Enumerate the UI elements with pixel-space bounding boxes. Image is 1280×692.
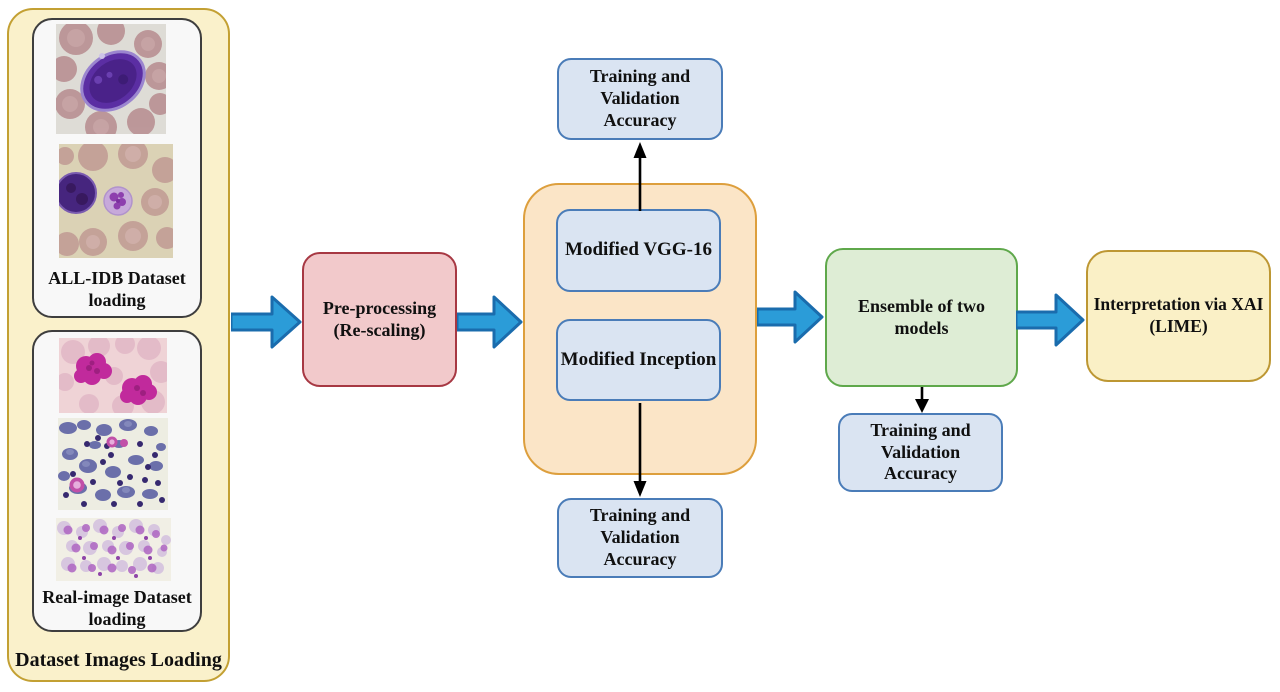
vgg-accuracy-label: Training and Validation Accuracy xyxy=(589,66,691,130)
allidb-dataset-label: ALL-IDB Dataset loading xyxy=(48,268,186,310)
real-blood-smear-image-2 xyxy=(58,418,168,510)
preprocessing-label: Pre-processing (Re-scaling) xyxy=(322,297,437,340)
modified-vgg16-box: Modified VGG-16 xyxy=(556,209,721,292)
modified-vgg16-label: Modified VGG-16 xyxy=(565,239,712,261)
modified-inception-label: Modified Inception xyxy=(560,348,717,370)
connector-arrow-inception-to-accuracy xyxy=(633,403,647,497)
real-blood-smear-image-3 xyxy=(56,518,171,581)
flow-arrow-models-to-ensemble xyxy=(757,290,824,344)
flow-arrow-datasets-to-preprocessing xyxy=(231,295,302,349)
vgg-accuracy-box: Training and Validation Accuracy xyxy=(557,58,723,140)
ensemble-accuracy-label: Training and Validation Accuracy xyxy=(870,419,971,484)
xai-interpretation-box: Interpretation via XAI (LIME) xyxy=(1086,250,1271,382)
ensemble-accuracy-box: Training and Validation Accuracy xyxy=(838,413,1003,492)
dataset-loading-panel: ALL-IDB Dataset loading xyxy=(7,8,230,682)
xai-interpretation-label: Interpretation via XAI (LIME) xyxy=(1093,294,1264,336)
inception-accuracy-label: Training and Validation Accuracy xyxy=(589,505,691,569)
allidb-dataset-box: ALL-IDB Dataset loading xyxy=(32,18,202,318)
dataset-panel-title: Dataset Images Loading xyxy=(15,649,222,671)
preprocessing-box: Pre-processing (Re-scaling) xyxy=(302,252,457,387)
allidb-blood-smear-image-2 xyxy=(59,144,173,258)
inception-accuracy-box: Training and Validation Accuracy xyxy=(557,498,723,578)
allidb-blood-smear-image-1 xyxy=(56,24,166,134)
modified-inception-box: Modified Inception xyxy=(556,319,721,401)
flow-arrow-ensemble-to-xai xyxy=(1016,293,1085,347)
flow-arrow-preprocessing-to-models xyxy=(457,295,523,349)
ensemble-box: Ensemble of two models xyxy=(825,248,1018,387)
real-image-dataset-box: Real-image Dataset loading xyxy=(32,330,202,632)
ensemble-label: Ensemble of two models xyxy=(858,295,985,338)
connector-arrow-vgg-to-accuracy xyxy=(633,142,647,211)
connector-arrow-ensemble-to-accuracy xyxy=(915,387,929,413)
real-image-dataset-label: Real-image Dataset loading xyxy=(42,587,192,629)
real-blood-smear-image-1 xyxy=(59,338,167,413)
